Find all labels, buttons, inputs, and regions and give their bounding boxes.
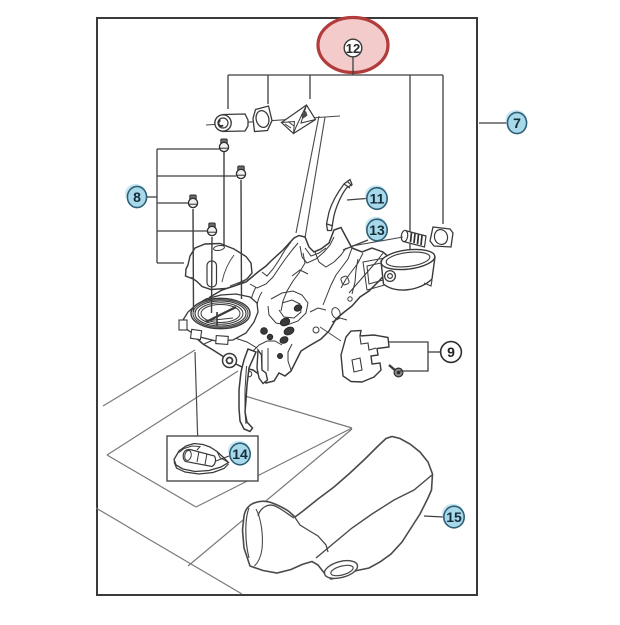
svg-text:15: 15 xyxy=(446,509,462,525)
svg-text:7: 7 xyxy=(513,115,521,131)
svg-text:9: 9 xyxy=(447,344,455,360)
svg-text:12: 12 xyxy=(346,41,360,56)
svg-text:8: 8 xyxy=(133,189,141,205)
svg-text:13: 13 xyxy=(369,222,385,238)
svg-text:14: 14 xyxy=(232,446,248,462)
svg-text:11: 11 xyxy=(370,191,385,207)
